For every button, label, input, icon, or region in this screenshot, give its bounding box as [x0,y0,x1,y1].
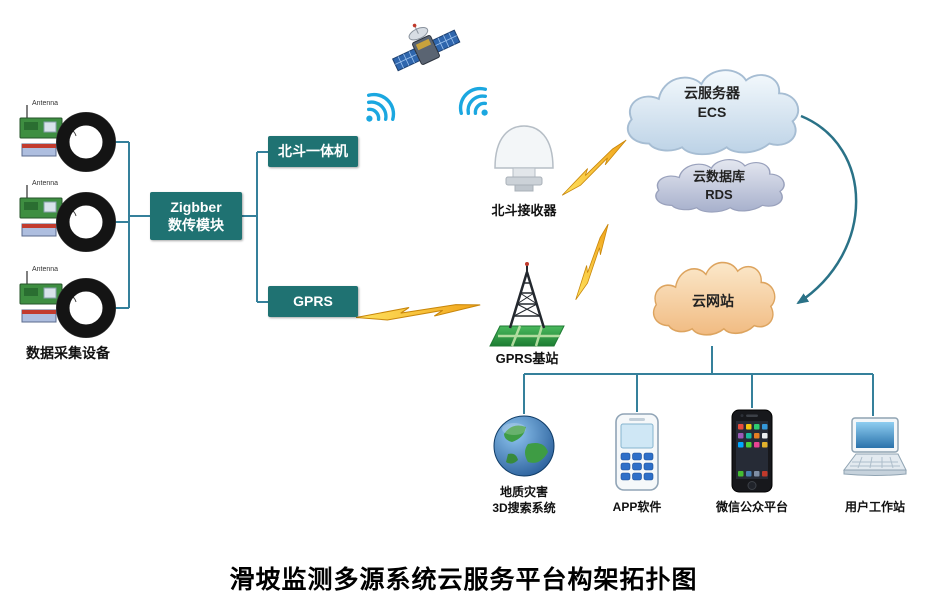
globe-3d-search-icon [493,415,555,477]
cloud-rds-line1: 云数据库 [692,169,745,184]
cloud-website-text: 云网站 [663,292,763,311]
cloud-website-label: 云网站 [692,293,734,309]
node-beidou-unit: 北斗一体机 [268,136,358,167]
label-wechat-platform: 微信公众平台 [715,500,788,514]
sensor-device-3 [20,271,116,338]
label-data-collection: 数据采集设备 [26,345,110,361]
label-app-software: APP软件 [612,500,662,514]
zigbee-module-line1: Zigbber [170,198,222,215]
laptop-icon [843,417,907,476]
label-3d-line2: 3D搜索系统 [492,500,556,515]
wifi-signal-icon-2 [452,80,501,129]
cloud-ecs-text: 云服务器 ECS [650,84,774,122]
connector-lines [113,141,874,416]
sensor-device-2 [20,185,116,252]
gprs-base-station-icon [489,262,565,347]
beidou-unit-label: 北斗一体机 [278,143,348,160]
gprs-label: GPRS [293,293,333,310]
label-beidou-receiver: 北斗接收器 [491,203,557,218]
cloud-ecs-line2: ECS [697,103,727,120]
flow-arrow [796,114,858,305]
cloud-rds-line2: RDS [705,186,733,202]
label-gprs-station: GPRS基站 [495,351,559,366]
wechat-phone-icon [731,409,773,493]
zigbee-module-line2: 数传模块 [168,217,224,233]
sensor-device-1 [20,105,116,172]
cloud-rds-text: 云数据库 RDS [657,168,781,203]
label-3d-line1: 地质灾害 [499,485,548,499]
lightning-bolt-receiver [551,139,637,196]
app-phone-icon [615,413,659,491]
beidou-receiver-icon [494,125,554,192]
antenna-label: Antenna [32,180,59,187]
lightning-bolt-gprs [355,283,481,339]
diagram-title: 滑坡监测多源系统云服务平台构架拓扑图 [229,566,698,594]
label-user-workstation: 用户工作站 [844,500,905,514]
satellite-icon [391,23,461,72]
node-gprs: GPRS [268,286,358,317]
node-zigbee-module: Zigbber 数传模块 [150,192,242,240]
label-3d-search-system: 地质灾害 3D搜索系统 [472,485,576,516]
wifi-signal-icon-1 [353,86,402,135]
antenna-label: Antenna [32,266,59,273]
cloud-ecs-line1: 云服务器 [684,85,740,101]
lightning-bolt-station [555,223,629,301]
antenna-label: Antenna [32,100,59,107]
